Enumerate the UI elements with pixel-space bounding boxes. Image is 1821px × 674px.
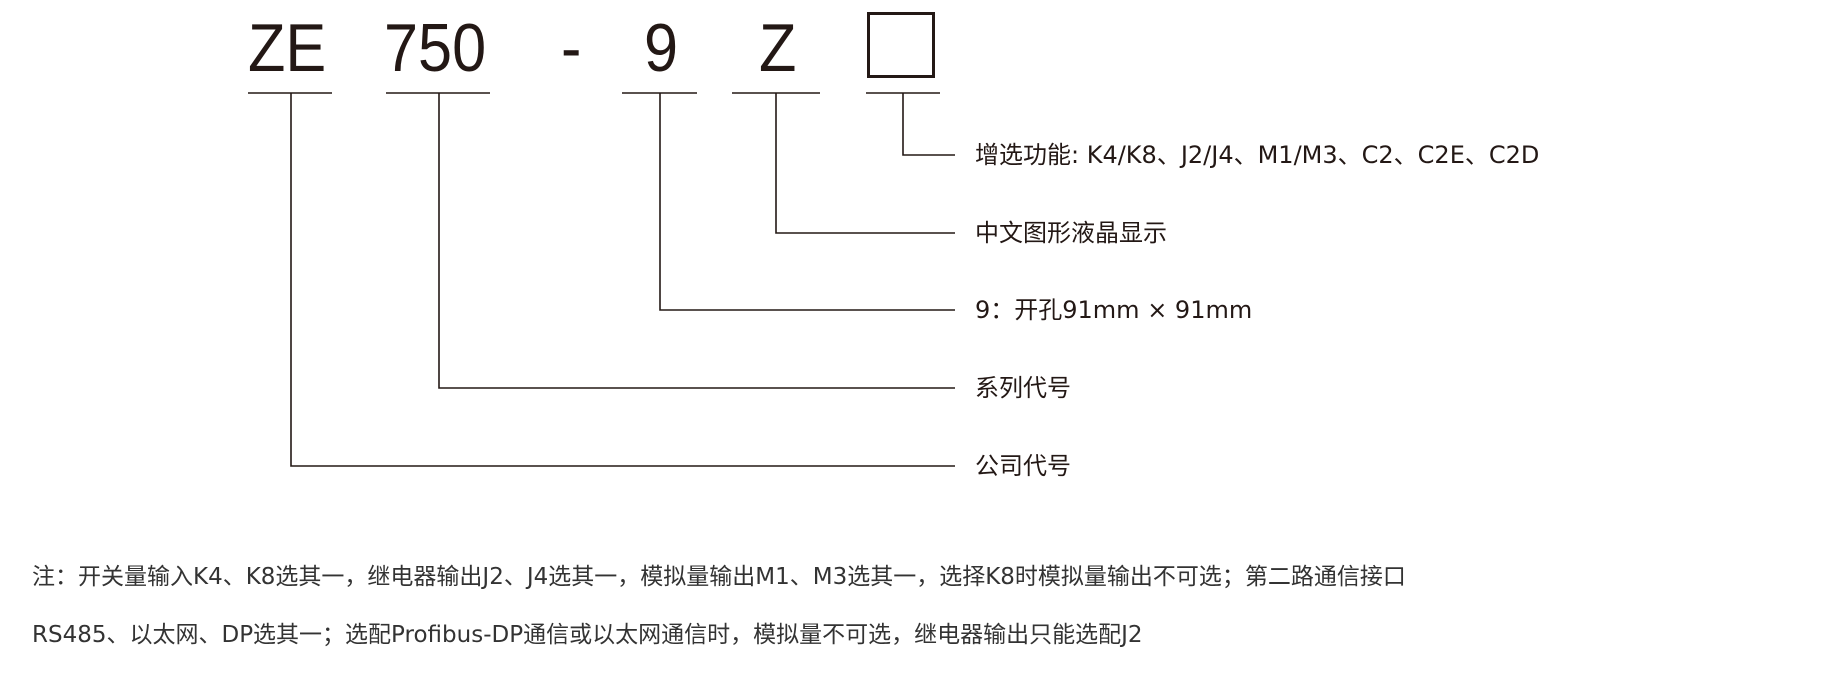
option-placeholder-box [867, 12, 935, 78]
label-series: 系列代号 [975, 374, 1071, 402]
connector-display [775, 93, 955, 234]
cutout-code: 9 [644, 10, 679, 86]
label-company: 公司代号 [975, 452, 1071, 480]
label-options: 增选功能: K4/K8、J2/J4、M1/M3、C2、C2E、C2D [975, 141, 1540, 169]
note-line-1: 注：开关量输入K4、K8选其一，继电器输出J2、J4选其一，模拟量输出M1、M3… [32, 564, 1406, 590]
connector-cutout [659, 93, 955, 311]
company-code: ZE [248, 10, 327, 86]
connector-options [902, 93, 955, 156]
label-cutout: 9：开孔91mm × 91mm [975, 296, 1253, 324]
display-code: Z [759, 10, 797, 86]
series-code: 750 [384, 10, 487, 86]
code-dash: - [561, 10, 582, 86]
label-display: 中文图形液晶显示 [975, 219, 1167, 247]
note-line-2: RS485、以太网、DP选其一；选配Profibus-DP通信或以太网通信时，模… [32, 622, 1143, 648]
connector-company [290, 93, 955, 467]
connector-series [438, 93, 955, 389]
